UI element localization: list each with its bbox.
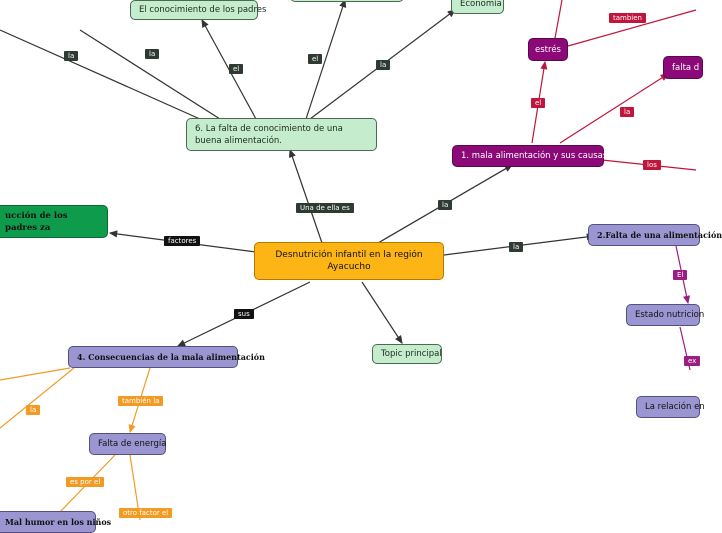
link-label-la-economia: la: [376, 60, 391, 70]
link-label-es-por-el: es por el: [66, 477, 105, 487]
link-label-factores: factores: [164, 236, 201, 246]
node-economia[interactable]: Economía: [451, 0, 504, 14]
node-conocimiento-padres[interactable]: El conocimiento de los padres: [130, 0, 266, 20]
node-estado-nutricional[interactable]: Estado nutricion: [626, 304, 704, 326]
link-label-la-orange: la: [26, 405, 41, 415]
node-label: Falta de energía: [98, 439, 167, 449]
node-consecuencias[interactable]: 4. Consecuencias de la mala alimentación: [68, 346, 265, 368]
link-label-el-purple: El: [673, 270, 688, 280]
node-estres[interactable]: estrés: [528, 38, 568, 61]
node-falta-alimentacion[interactable]: 2.Falta de una alimentación: [588, 224, 722, 246]
node-label: falta d: [672, 62, 700, 73]
node-falta-d[interactable]: falta d: [663, 56, 703, 79]
node-label: Mal humor en los niños: [5, 517, 112, 527]
node-label: 1. mala alimentación y sus causas: [461, 151, 608, 161]
node-reduccion-padres[interactable]: ucción de los padres za: [0, 205, 108, 238]
node-mala-alimentacion[interactable]: 1. mala alimentación y sus causas: [452, 145, 608, 167]
link-label-tambien-la: también la: [118, 396, 164, 406]
link-label-la-red: la: [620, 107, 635, 117]
link-label-el-1: el: [229, 64, 244, 74]
node-label: 6. La falta de conocimiento de una buena…: [195, 123, 343, 146]
node-label: La relación en: [645, 402, 705, 412]
node-relacion[interactable]: La relación en: [636, 396, 705, 418]
node-label: Economía: [460, 0, 502, 9]
link-label-otro-factor: otro factor el: [119, 508, 173, 518]
node-central[interactable]: Desnutrición infantil en la región Ayacu…: [254, 242, 444, 280]
node-label: estrés: [535, 44, 561, 55]
node-label: Estado nutricion: [635, 310, 705, 320]
node-label: El conocimiento de los padres: [139, 5, 267, 15]
link-label-los: los: [643, 160, 661, 170]
link-label-tambien: tambien: [609, 13, 646, 23]
link-label-el-estres: el: [531, 98, 546, 108]
node-label: 4. Consecuencias de la mala alimentación: [77, 352, 265, 362]
node-top-cut[interactable]: [290, 0, 404, 2]
node-label: Desnutrición infantil en la región Ayacu…: [275, 250, 423, 272]
node-mal-humor[interactable]: Mal humor en los niños: [0, 511, 111, 533]
link-label-ex: ex: [684, 356, 701, 366]
link-label-la-1: la: [64, 51, 79, 61]
link-label-una-de-ellas: Una de ella es: [296, 203, 354, 213]
node-label: Topic principal: [381, 349, 442, 359]
node-falta-energia[interactable]: Falta de energía: [89, 433, 166, 455]
link-label-la-2: la: [145, 49, 160, 59]
node-label: ucción de los padres za: [5, 210, 68, 233]
node-label: 2.Falta de una alimentación: [597, 230, 722, 240]
node-falta-conocimiento[interactable]: 6. La falta de conocimiento de una buena…: [186, 118, 377, 151]
link-label-la-mala: la: [438, 200, 453, 210]
link-label-el-2: el: [308, 54, 323, 64]
link-label-la-falta: la: [509, 242, 524, 252]
node-topic-principal[interactable]: Topic principal: [372, 344, 442, 364]
link-label-sus: sus: [234, 309, 254, 319]
